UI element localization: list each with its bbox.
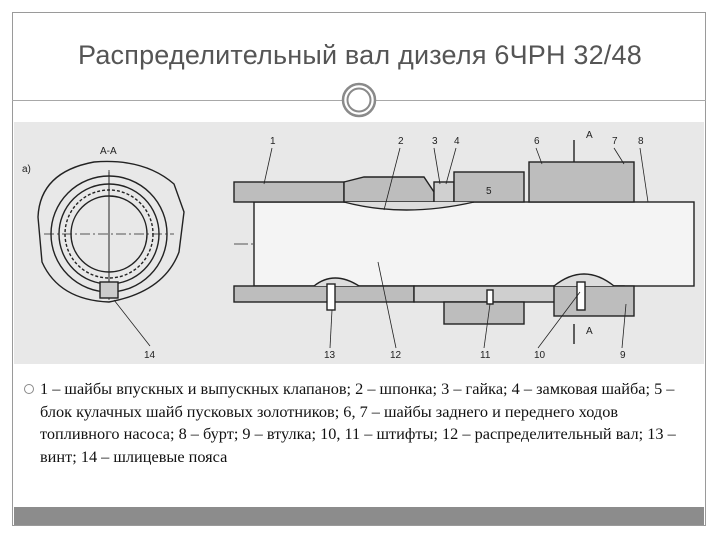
callout-bottom-12: 12 [390,350,402,361]
callout-top-7: 7 [612,136,618,147]
callout-top-3: 3 [432,136,438,147]
footer-bar [14,507,704,525]
figure-caption: 1 – шайбы впускных и выпускных клапанов;… [40,379,676,466]
callout-bottom-13: 13 [324,350,336,361]
cross-section-view [37,160,185,303]
top-callouts: 1 2 3 4 6 7 8 [270,136,644,147]
camshaft-drawing: а) А-А 14 [22,130,695,361]
callout-top-1: 1 [270,136,276,147]
bottom-leader-lines [329,261,627,349]
view-label: а) [22,164,31,175]
section-mark-top: А [586,130,593,141]
callout-bottom-10: 10 [534,350,546,361]
section-mark-bottom: А [586,326,593,337]
ring-ornament-icon [341,82,377,118]
section-label: А-А [100,146,117,157]
callout-5: 5 [486,186,492,197]
bullet-icon [24,384,34,394]
callout-14: 14 [144,350,156,361]
callout-bottom-9: 9 [620,350,626,361]
slide-title: Распределительный вал дизеля 6ЧРН 32/48 [78,40,642,70]
callout-top-2: 2 [398,136,404,147]
callout-top-8: 8 [638,136,644,147]
bottom-callouts: 13 12 11 10 9 [324,350,626,361]
callout-bottom-11: 11 [480,350,491,361]
camshaft-figure: а) А-А 14 [14,122,704,364]
callout-top-6: 6 [534,136,540,147]
top-leader-lines [263,147,649,211]
callout-top-4: 4 [454,136,460,147]
